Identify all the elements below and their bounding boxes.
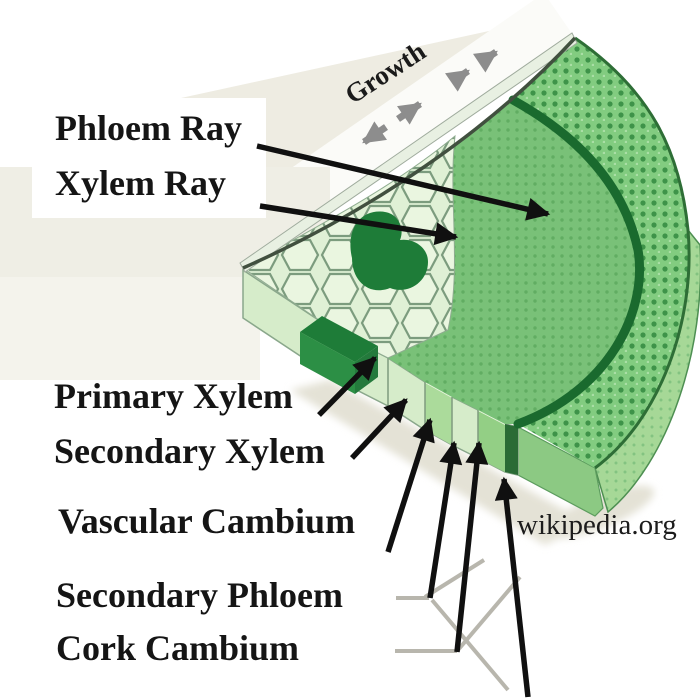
label-secondary-xylem: Secondary Xylem [54, 431, 325, 471]
step-ledge-2 [478, 405, 505, 425]
label-secondary-phloem: Secondary Phloem [56, 575, 343, 615]
label-phloem-ray: Phloem Ray [55, 108, 242, 148]
label-vascular-cambium: Vascular Cambium [58, 501, 356, 541]
arrow-secondary-xylem [349, 398, 409, 460]
growth-label: Growth [339, 35, 431, 110]
outer-edge-arc [574, 36, 691, 470]
cambium-dark-arc [508, 95, 644, 429]
arrow-vascular-cambium [385, 417, 435, 553]
arrow-phloem-ray [256, 143, 551, 221]
arrow-cork-cambium-1 [454, 440, 489, 653]
label-xylem-ray: Xylem Ray [55, 163, 226, 203]
label-background-box [32, 98, 266, 218]
arrow-primary-xylem [317, 356, 377, 417]
attribution-text: wikipedia.org [517, 509, 677, 541]
vascular-cambium-strip [425, 382, 452, 445]
label-cork-cambium: Cork Cambium [56, 628, 300, 668]
leader-lines [395, 558, 522, 692]
ray-dark-patch [350, 211, 428, 291]
bark-ring-top-surface [513, 38, 690, 468]
label-primary-xylem: Primary Xylem [54, 376, 293, 416]
arrow-secondary-phloem [427, 440, 463, 599]
step-ledge-1 [425, 377, 452, 398]
arrow-xylem-ray [259, 203, 459, 246]
primary-xylem-block [300, 316, 378, 394]
rim-side-face [594, 227, 700, 514]
secondary-phloem-strip [478, 410, 505, 472]
white-strip-growth [212, 0, 575, 268]
xylem-top-surface [243, 100, 640, 424]
honeycomb-tissue [242, 134, 456, 359]
cork-cambium-slot [505, 424, 518, 475]
bark-ring-front-face [517, 426, 604, 517]
beige-band-left-lower [0, 277, 260, 380]
step-divider-lines [387, 358, 479, 458]
